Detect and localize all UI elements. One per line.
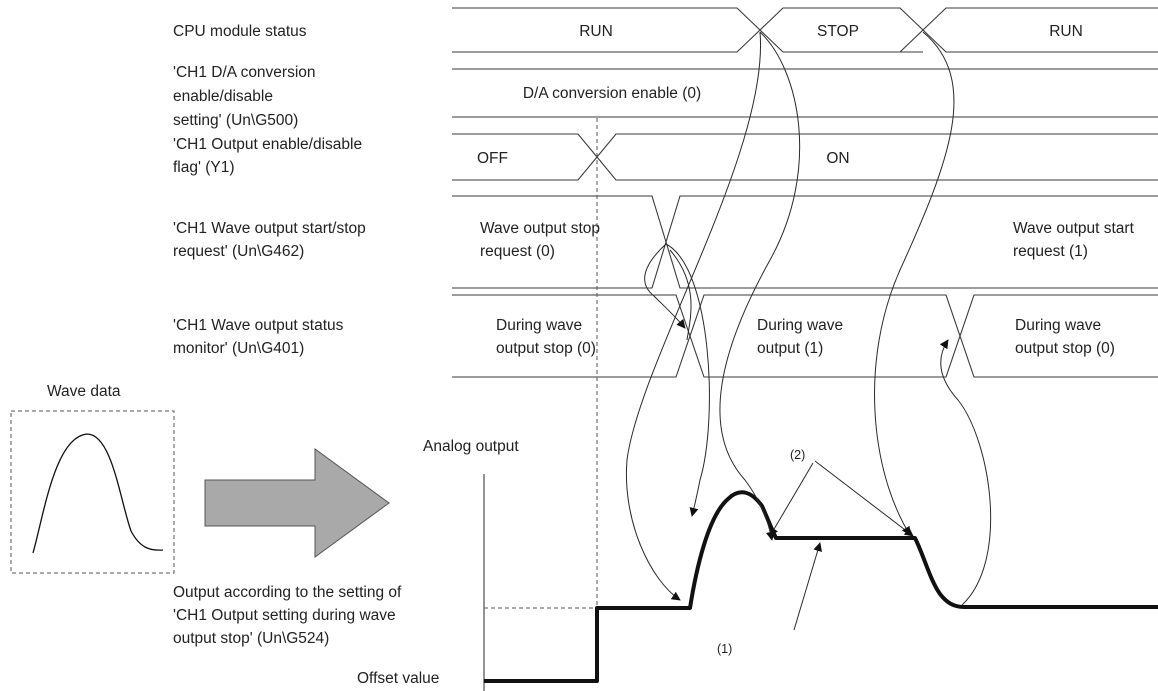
wave-status-state-3-line1: During wave xyxy=(1015,317,1101,334)
signal-labels: CPU module status 'CH1 D/A conversion en… xyxy=(173,23,366,357)
da-enable-label-line1: 'CH1 D/A conversion xyxy=(173,64,316,81)
wave-data-panel: Wave data xyxy=(10,383,175,574)
wave-status-state-2-line2: output (1) xyxy=(757,340,823,357)
wave-data-box xyxy=(10,410,175,574)
cpu-status-label: CPU module status xyxy=(173,23,307,40)
analog-output-section: Analog output Output according to the se… xyxy=(173,438,1158,691)
stop-setting-text-line3: output stop' (Un\G524) xyxy=(173,630,329,647)
cpu-state-run-2: RUN xyxy=(1049,23,1083,40)
wave-data-curve xyxy=(32,433,164,554)
wave-request-state-stop-line1: Wave output stop xyxy=(480,220,600,237)
callout-1-label: (1) xyxy=(717,642,732,656)
wave-data-title: Wave data xyxy=(47,383,121,400)
output-flag-label-line2: flag' (Y1) xyxy=(173,159,235,176)
wave-request-state-start-line1: Wave output start xyxy=(1013,220,1135,237)
output-flag-row: OFF ON xyxy=(452,133,1158,181)
wave-request-row: Wave output stop request (0) Wave output… xyxy=(452,195,1158,289)
wave-status-state-1-line2: output stop (0) xyxy=(496,340,596,357)
da-enable-label-line3: setting' (Un\G500) xyxy=(173,112,298,129)
wave-request-label-line2: request' (Un\G462) xyxy=(173,243,304,260)
cpu-state-run-1: RUN xyxy=(579,23,613,40)
annotation-arrows xyxy=(625,31,992,631)
cpu-status-row: RUN STOP RUN xyxy=(452,7,1158,53)
da-enable-row: D/A conversion enable (0) xyxy=(452,68,1158,118)
wave-status-label-line2: monitor' (Un\G401) xyxy=(173,340,304,357)
stop-setting-text-line1: Output according to the setting of xyxy=(173,584,402,601)
analog-output-axis-label: Analog output xyxy=(423,438,519,455)
output-flag-state-on: ON xyxy=(826,150,849,167)
wave-status-state-3-line2: output stop (0) xyxy=(1015,340,1115,357)
wave-request-label-line1: 'CH1 Wave output start/stop xyxy=(173,220,366,237)
wave-status-row: During wave output stop (0) During wave … xyxy=(452,294,1158,378)
stop-setting-text-line2: 'CH1 Output setting during wave xyxy=(173,607,396,624)
offset-value-label: Offset value xyxy=(357,670,439,687)
wave-request-state-start-line2: request (1) xyxy=(1013,243,1088,260)
analog-output-signal xyxy=(484,490,1158,683)
da-enable-state: D/A conversion enable (0) xyxy=(523,85,701,102)
cpu-state-stop: STOP xyxy=(817,23,859,40)
wave-status-state-2-line1: During wave xyxy=(757,317,843,334)
wave-request-state-stop-line2: request (0) xyxy=(480,243,555,260)
output-flag-label-line1: 'CH1 Output enable/disable xyxy=(173,136,362,153)
da-enable-label-line2: enable/disable xyxy=(173,88,273,105)
output-flag-state-off: OFF xyxy=(477,150,508,167)
wave-status-label-line1: 'CH1 Wave output status xyxy=(173,317,344,334)
wave-status-state-1-line1: During wave xyxy=(496,317,582,334)
wave-data-arrow-icon xyxy=(204,448,390,558)
callout-2-label: (2) xyxy=(790,448,805,462)
